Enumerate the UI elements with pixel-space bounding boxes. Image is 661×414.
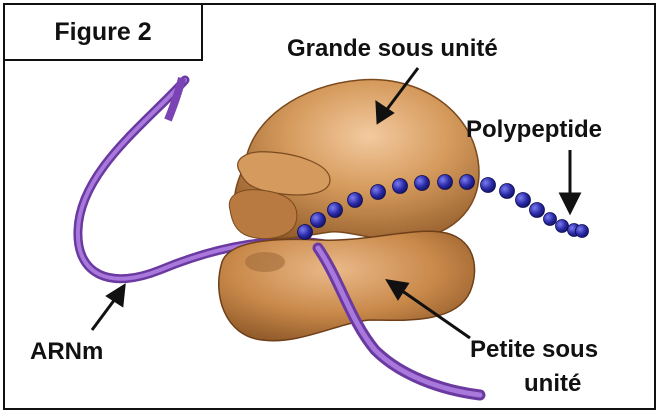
amino-acid-bead [460,175,475,190]
amino-acid-bead [393,179,408,194]
label-small-subunit-line1: Petite sous [470,336,598,364]
amino-acid-bead [348,193,363,208]
amino-acid-bead [371,185,386,200]
small-subunit [219,231,475,340]
label-mrna: ARNm [30,338,103,366]
amino-acid-bead [544,213,557,226]
amino-acid-bead [500,184,515,199]
arrowhead-mrna [108,286,124,305]
amino-acid-bead [298,225,313,240]
amino-acid-bead [556,220,569,233]
label-polypeptide: Polypeptide [466,116,602,144]
amino-acid-bead [530,203,545,218]
arrowhead-polypeptide [561,194,579,212]
amino-acid-bead [481,178,496,193]
label-large-subunit: Grande sous unité [287,35,498,63]
label-small-subunit-line2: unité [524,370,581,398]
amino-acid-bead [576,225,589,238]
amino-acid-bead [438,175,453,190]
amino-acid-bead [311,213,326,228]
amino-acid-bead [516,193,531,208]
amino-acid-bead [328,203,343,218]
amino-acid-bead [415,176,430,191]
large-subunit [229,80,479,241]
